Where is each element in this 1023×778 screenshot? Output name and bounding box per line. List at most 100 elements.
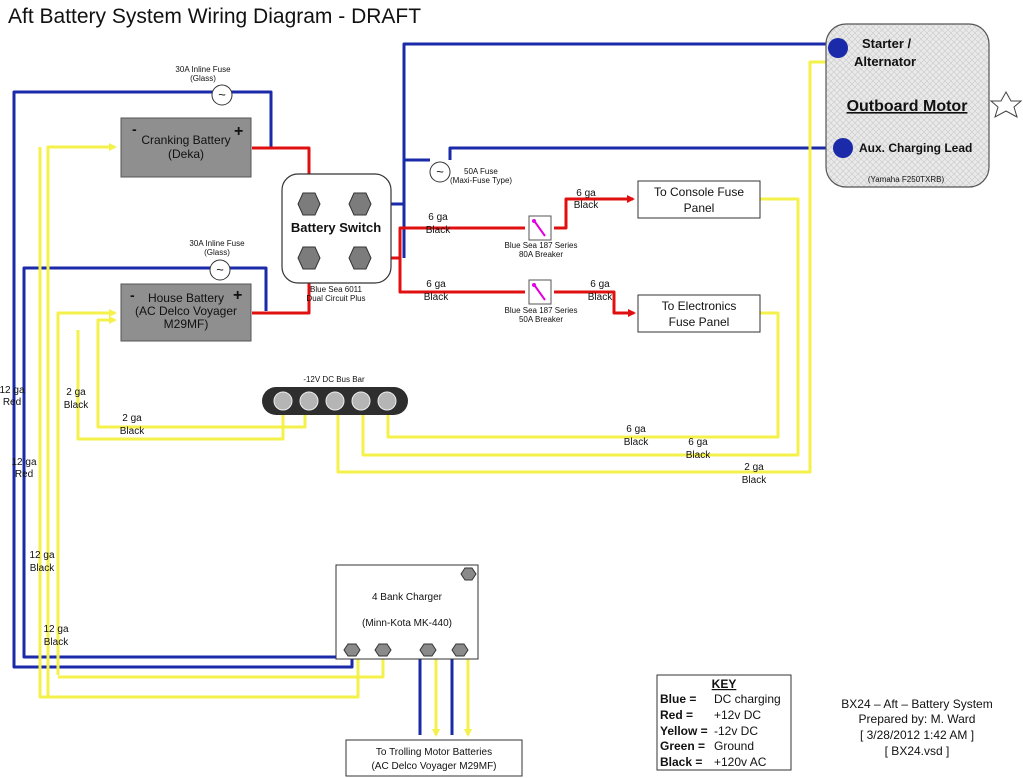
bus-bar: -12V DC Bus Bar [262,375,408,415]
wire-yellow-charger-b [58,650,385,679]
wire-yellow-charger-a [38,147,360,699]
fuse-50a-label2: (Maxi-Fuse Type) [450,176,512,185]
breaker-50a: Blue Sea 187 Series 50A Breaker [505,279,577,324]
switch-terminal-icon [297,192,321,216]
fuse-symbol-icon: ~ [216,262,224,277]
wire-red-house-switch [252,270,313,315]
key-row-name: Black = [660,755,702,769]
switch-terminal-icon [297,246,321,270]
fuse-symbol-icon: ~ [436,164,444,179]
star-icon [989,90,1023,119]
wire-yellow-bus-house [96,316,307,429]
wire-label: Red [15,469,33,480]
charger-model: (Minn-Kota MK-440) [362,618,452,629]
outboard-model: (Yamaha F250TXRB) [868,175,945,184]
breaker-50a-rating: 50A Breaker [519,315,563,324]
wire-blue-house-fuse [22,266,348,659]
wire-label: 12 ga [43,624,68,635]
house-battery-model: M29MF) [164,317,209,331]
fuse-house-label2: (Glass) [204,248,230,257]
wire-label: Black [426,225,451,236]
battery-switch-model: Blue Sea 6011 [310,285,362,294]
charger-terminal-icon [451,643,469,657]
wire-label: Red [3,397,21,408]
wire-yellow-crank-neg [46,143,117,697]
fuse-house: ~ 30A Inline Fuse (Glass) [189,239,245,281]
key-row-desc: DC charging [714,692,781,706]
wire-label: 2 ga [744,462,764,473]
wire-label: 12 ga [29,550,54,561]
wire-label: Black [64,400,89,411]
wire-yellow-bus-console [336,60,830,474]
wire-label: Black [574,200,599,211]
outboard-aux-label: Aux. Charging Lead [859,141,972,155]
outboard-starter-line2: Alternator [854,54,916,69]
trolling-line1: To Trolling Motor Batteries [376,747,492,758]
wire-red-breaker50-elec [554,290,636,317]
wire-label: Black [44,637,69,648]
wire-label: 12 ga [11,457,36,468]
charger-terminal-icon [374,643,392,657]
cranking-battery-name: Cranking Battery [141,133,230,147]
breaker-80a: Blue Sea 187 Series 80A Breaker [505,215,578,259]
house-battery-brand: (AC Delco Voyager [135,304,237,318]
switch-terminal-icon [348,246,372,270]
bus-terminal-icon [273,391,293,411]
info-line1: BX24 – Aft – Battery System [841,697,992,711]
cranking-pos-terminal: + [234,123,243,140]
cranking-neg-terminal: - [132,121,137,137]
wire-label: Black [624,437,649,448]
charger-terminal-icon [343,643,361,657]
house-battery: - + House Battery (AC Delco Voyager M29M… [120,283,252,342]
wire-label: 2 ga [66,387,86,398]
battery-switch-type: Dual Circuit Plus [306,294,365,303]
wire-label: Black [30,563,55,574]
key-row-name: Yellow = [660,724,708,738]
wire-yellow-house-neg [56,309,117,675]
wire-label: 6 ga [426,279,446,290]
page-title: Aft Battery System Wiring Diagram - DRAF… [8,5,421,28]
wire-label: 6 ga [428,212,448,223]
charger: 4 Bank Charger (Minn-Kota MK-440) [335,564,479,660]
wire-blue-aux-2 [448,146,836,160]
house-neg-terminal: - [130,287,135,303]
info-line2: Prepared by: M. Ward [859,712,976,726]
info-line4: [ BX24.vsd ] [885,744,950,758]
charger-name: 4 Bank Charger [372,592,443,603]
trolling-line2: (AC Delco Voyager M29MF) [371,761,496,772]
battery-switch: Battery Switch Blue Sea 6011 Dual Circui… [281,173,392,303]
electronics-fuse-panel: To Electronics Fuse Panel [637,294,761,333]
charger-terminal-icon [419,643,437,657]
key-row-desc: +120v AC [714,755,767,769]
trolling-batteries: To Trolling Motor Batteries (AC Delco Vo… [345,739,523,777]
charger-vent-icon [460,567,477,581]
console-panel-line1: To Console Fuse [654,185,744,199]
info-line3: [ 3/28/2012 1:42 AM ] [860,728,974,742]
fuse-crank-label2: (Glass) [190,74,216,83]
electronics-panel-line2: Fuse Panel [669,315,730,329]
breaker-80a-series: Blue Sea 187 Series [505,241,578,250]
wire-yellow-bus-elec-a [361,197,800,457]
bus-bar-label: -12V DC Bus Bar [303,375,365,384]
key-row-desc: +12v DC [714,708,761,722]
fuse-crank-label1: 30A Inline Fuse [175,65,231,74]
wire-label: 6 ga [576,188,596,199]
fuse-crank: ~ 30A Inline Fuse (Glass) [175,65,233,106]
wire-red-breaker80-console [554,195,635,230]
outboard-motor: Starter / Alternator Outboard Motor Aux.… [825,23,1023,188]
cranking-battery-brand: (Deka) [168,147,204,161]
bus-terminal-icon [299,391,319,411]
wire-label: Black [588,292,613,303]
console-panel-line2: Panel [684,201,715,215]
wire-label: 2 ga [122,413,142,424]
battery-switch-label: Battery Switch [291,220,381,235]
wire-label: 6 ga [626,424,646,435]
outboard-title: Outboard Motor [847,98,968,115]
key-row-name: Blue = [660,692,696,706]
wire-label: 6 ga [688,437,708,448]
wire-blue-aux [402,158,430,258]
key-row-desc: -12v DC [714,724,758,738]
fuse-symbol-icon: ~ [218,87,226,102]
fuse-house-label1: 30A Inline Fuse [189,239,245,248]
